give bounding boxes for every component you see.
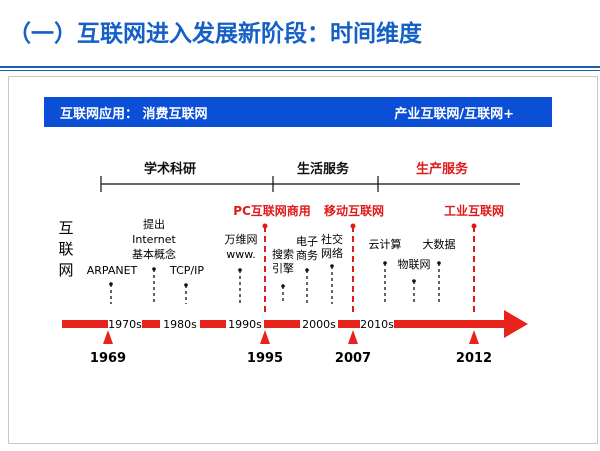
timeline-arrow [62,310,528,338]
era-academic-label: 学术科研 [144,161,196,177]
left-label-char: 网 [58,261,73,279]
event-label: 基本概念 [132,247,176,261]
event-label: 提出 [143,217,165,231]
category-banner: 互联网应用： 消费互联网 产业互联网/互联网+ [44,97,552,127]
milestone-pc-internet-label: PC互联网商用 [233,203,311,218]
event-label: 社交 [321,232,343,246]
event-label: TCP/IP [169,264,204,277]
decade-label: 1990s [228,318,262,331]
left-label-char: 互 [58,219,73,237]
year-label: 1969 [90,351,126,366]
title-divider [0,66,600,68]
milestone-markers [262,223,477,316]
event-stems [109,261,441,304]
event-label: www. [226,248,255,261]
milestone-industrial-internet-label: 工业互联网 [444,203,504,218]
slide-title: （一）互联网进入发展新阶段：时间维度 [8,21,422,47]
title-divider-thin [0,70,600,71]
milestone-mobile-internet-label: 移动互联网 [324,203,384,218]
year-label: 2007 [335,351,371,366]
event-label: 商务 [296,248,318,262]
year-markers [103,330,479,344]
era-production-services-label: 生产服务 [416,161,469,177]
decade-label: 1980s [163,318,197,331]
decade-label: 2000s [302,318,336,331]
event-label: 万维网 [225,233,258,246]
event-label: 电子 [296,235,318,248]
event-label: 搜索 [272,247,294,261]
decade-label: 2010s [360,318,394,331]
event-label: 大数据 [423,237,456,251]
left-label-char: 联 [58,240,73,258]
event-label: ARPANET [87,264,138,277]
content-frame [8,76,598,444]
event-label: 引擎 [272,261,294,275]
year-label: 2012 [456,351,492,366]
decade-label: 1970s [108,318,142,331]
era-bracket [100,176,520,192]
event-label: 物联网 [398,257,431,271]
event-label: 网络 [321,246,343,260]
event-label: Internet [132,233,176,246]
banner-consumer-internet: 互联网应用： 消费互联网 [60,107,208,122]
year-label: 1995 [247,351,283,366]
event-label: 云计算 [369,237,402,251]
era-life-services-label: 生活服务 [297,161,350,177]
banner-industrial-internet: 产业互联网/互联网+ [394,107,514,122]
